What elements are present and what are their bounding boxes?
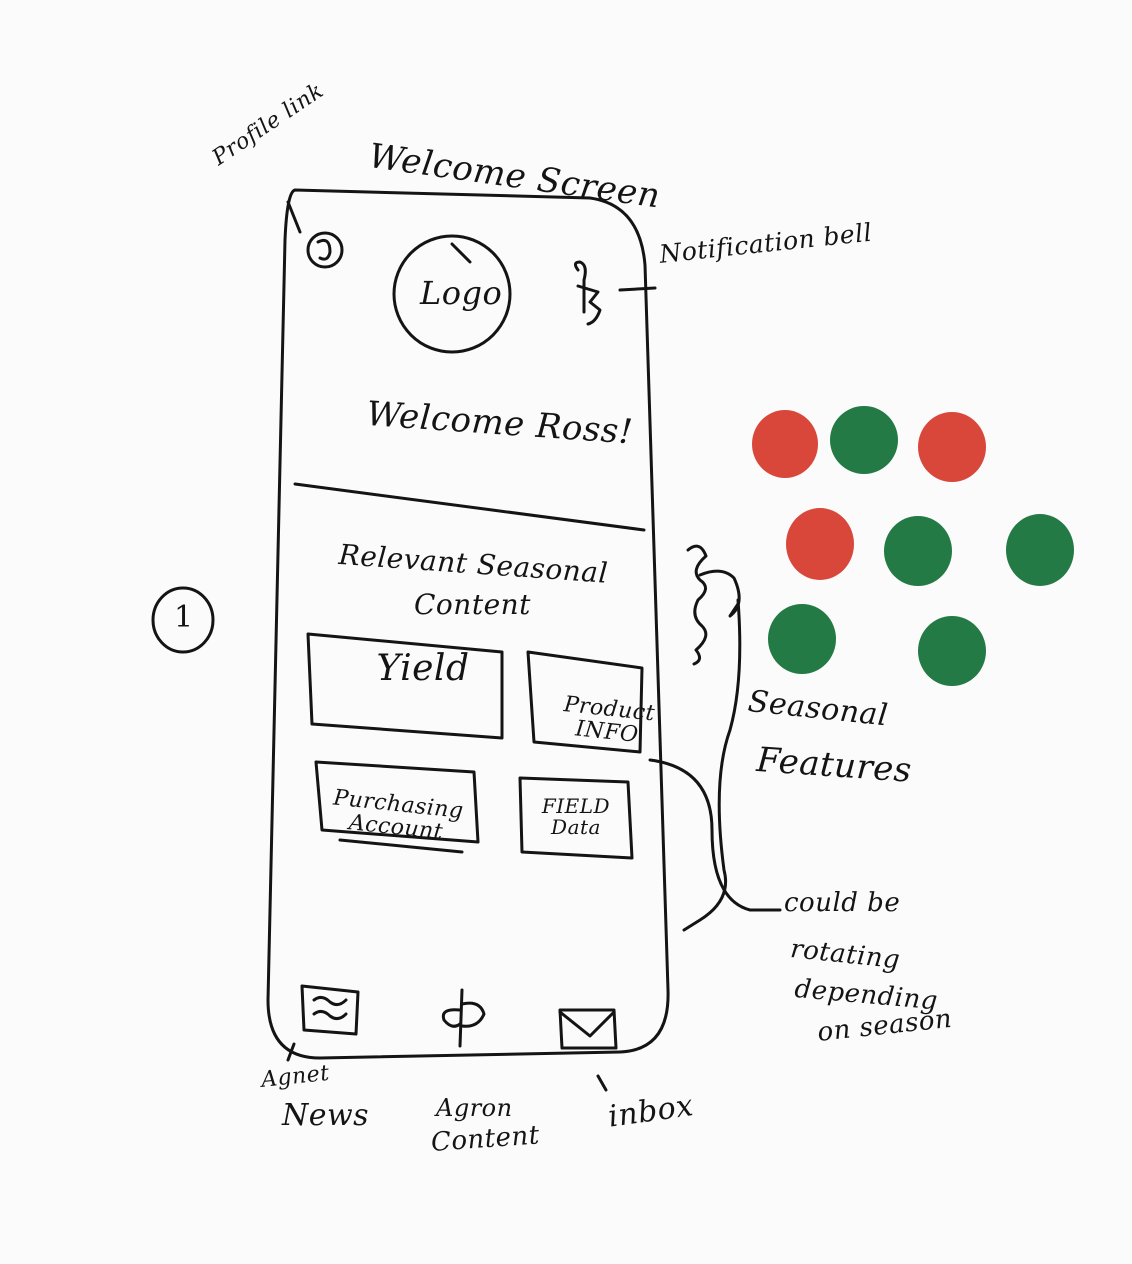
profile-icon [306,231,344,269]
step-marker-circle [151,586,215,654]
rotating-pointer [648,758,782,912]
tile-yield-box [306,632,504,740]
red-dot [786,508,854,580]
red-dot [752,410,818,478]
tile-product-box [526,650,644,754]
envelope-icon [558,1008,618,1050]
newspaper-icon [300,984,360,1036]
green-dot [1006,514,1074,586]
seasonal-bracket [682,598,742,932]
nav-news-line2: News [282,1098,370,1133]
logo-text: Logo [420,274,503,312]
tile-yield-label: Yield [376,648,470,689]
rotating-note-line1: could be [784,888,901,918]
logo-circle [392,234,512,354]
tile-field-box [518,776,634,860]
tile-field-label: FIELD Data [541,794,611,839]
scribble-mark [686,544,708,666]
green-dot [918,616,986,686]
green-dot [884,516,952,586]
step-marker-label: 1 [174,600,194,635]
tile-purchasing-box [314,760,480,844]
section-heading-line2: Content [414,588,531,621]
notification-bell-icon [573,260,602,326]
plant-icon [441,988,486,1048]
profile-pointer [286,200,302,234]
header-divider [293,482,646,532]
green-dot [768,604,836,674]
bell-pointer [618,286,657,292]
phone-outline [266,188,670,1060]
green-dot [830,406,898,474]
red-dot [918,412,986,482]
nav-content-line1: Agron [436,1094,513,1122]
